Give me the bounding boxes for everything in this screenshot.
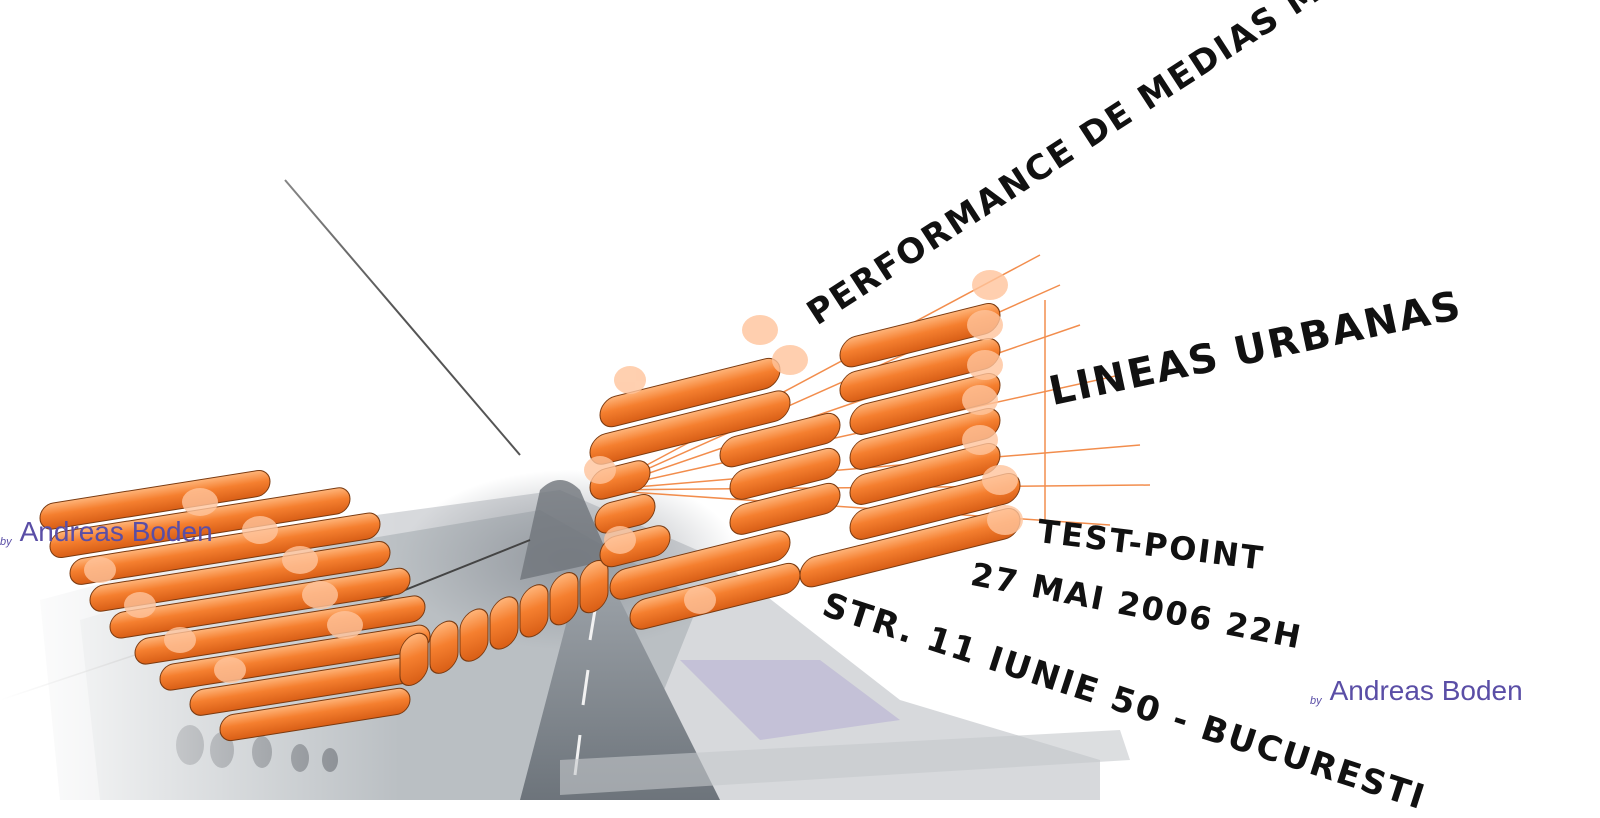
- credit-right-by: by: [1310, 695, 1322, 707]
- orange-cylinder-sculpture-left: [39, 469, 431, 742]
- orange-cylinder-sculpture-right: [584, 270, 1023, 630]
- credit-right-name: Andreas Boden: [1329, 675, 1523, 706]
- poster-artwork: [0, 0, 1600, 800]
- credit-right: by Andreas Boden: [1310, 675, 1523, 707]
- credit-left: by Andreas Boden: [0, 516, 213, 548]
- orange-cylinder-sculpture-middle: [399, 559, 609, 686]
- credit-left-name: Andreas Boden: [19, 516, 213, 547]
- credit-left-by: by: [0, 536, 12, 548]
